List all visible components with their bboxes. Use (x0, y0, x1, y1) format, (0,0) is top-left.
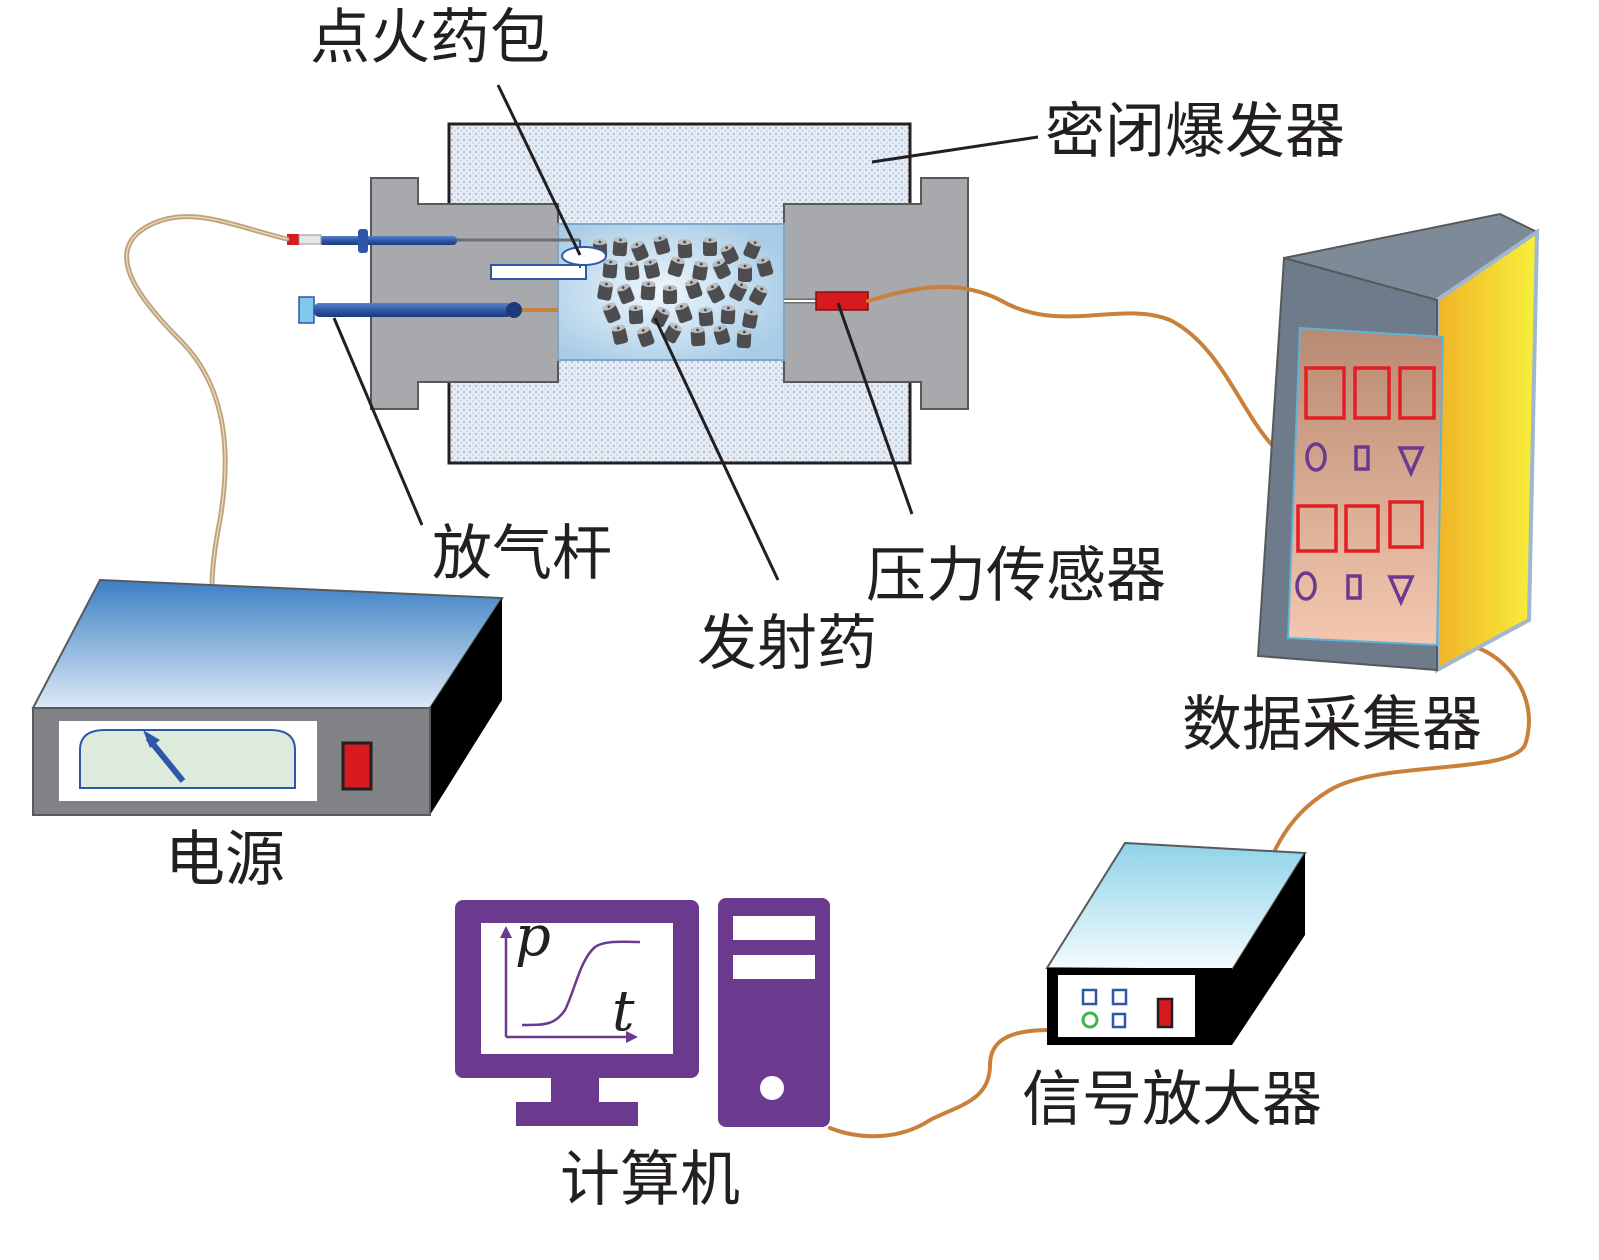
label-propellant: 发射药 (697, 609, 877, 679)
leader-lines (332, 84, 1039, 581)
propellant-grain (738, 263, 752, 282)
closed-bomb-vessel (370, 122, 969, 465)
propellant-grain (597, 280, 614, 301)
propellant-grain (712, 258, 731, 280)
power-meter-dial (79, 729, 296, 789)
propellant-grain (720, 243, 739, 265)
propellant-grain (611, 324, 629, 345)
label-pressure-sensor: 压力传感器 (866, 541, 1166, 611)
data-acquisition-unit (1256, 212, 1540, 674)
propellant-grain (713, 324, 731, 345)
display-row-2 (1296, 500, 1424, 553)
computer (455, 898, 830, 1127)
glyph-row-2 (1295, 571, 1415, 607)
propellant-grain (756, 256, 774, 277)
propellant-grain (602, 302, 621, 324)
label-power-supply: 电源 (165, 825, 285, 895)
propellant-grain (698, 306, 714, 327)
propellant-grain (703, 237, 717, 256)
label-data-acquisition: 数据采集器 (1182, 690, 1482, 760)
propellant-grain (662, 284, 678, 305)
vent-rod (298, 296, 558, 324)
propellant-grain (612, 236, 628, 257)
plot-y-axis-label: p (515, 904, 551, 969)
wire-sensor-daq (866, 285, 1274, 447)
propellant-grain (616, 283, 635, 305)
label-closed-bomb: 密闭爆发器 (1045, 97, 1345, 167)
power-meter-needle (145, 736, 186, 783)
propellant-grain (692, 260, 709, 281)
propellant-grain (667, 256, 686, 277)
display-row-1 (1304, 366, 1436, 420)
propellant-grain (602, 258, 618, 279)
amplifier-switch (1156, 997, 1174, 1029)
propellant-grain (684, 278, 703, 300)
pressure-curve (521, 940, 641, 1027)
propellant-grain (628, 304, 644, 325)
propellant-grain (690, 326, 706, 347)
propellant-grain (636, 326, 655, 348)
right-end-cap (783, 177, 969, 410)
label-computer: 计算机 (560, 1145, 740, 1215)
left-end-cap (370, 177, 559, 410)
power-switch (341, 741, 373, 791)
igniter-electrode (287, 229, 607, 280)
propellant-grain (742, 308, 759, 329)
wire-amplifier-computer (828, 1028, 1052, 1139)
propellant-grain (643, 258, 661, 279)
propellant-grains (592, 234, 774, 349)
propellant-grain (630, 240, 649, 262)
wire-power-igniter (124, 214, 290, 591)
igniter-charge-bag (561, 246, 607, 266)
plot-x-axis-label: t (612, 979, 635, 1044)
propellant-grain (705, 282, 725, 304)
pressure-time-plot (500, 926, 641, 1043)
propellant-grain (720, 304, 736, 325)
wire-daq-amplifier (1273, 646, 1531, 852)
propellant-grain (736, 328, 752, 349)
signal-amplifier (1045, 841, 1307, 1045)
label-vent-rod: 放气杆 (432, 519, 612, 589)
propellant-grain (749, 284, 769, 306)
power-supply (31, 578, 504, 816)
glyph-row-1 (1305, 442, 1425, 478)
propellant-grain (663, 322, 683, 344)
label-igniter-charge: 点火药包 (310, 3, 550, 73)
propellant-grain (653, 234, 671, 255)
propellant-grain (677, 238, 693, 259)
label-signal-amplifier: 信号放大器 (1022, 1065, 1322, 1135)
propellant-grain (729, 280, 748, 302)
propellant-grain (743, 238, 762, 260)
propellant-grain (674, 302, 693, 324)
pressure-sensor-body (784, 291, 869, 311)
propellant-grain (624, 260, 640, 281)
propellant-grain (640, 280, 656, 301)
wires (124, 214, 1531, 1139)
